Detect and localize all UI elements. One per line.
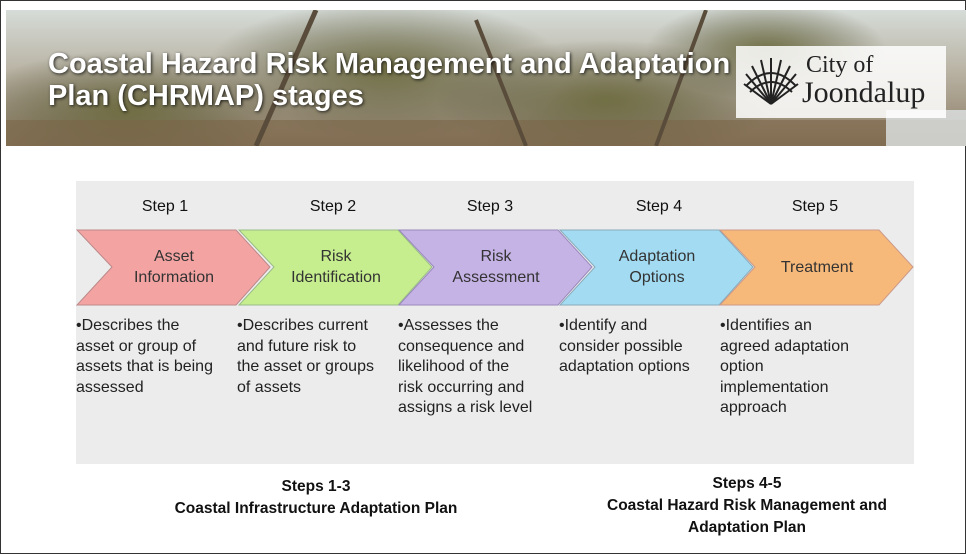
step-1-name: Asset Information	[133, 248, 215, 286]
step-4-name: Adaptation Options	[618, 248, 696, 286]
step-3-description: •Assesses the consequence and likelihood…	[398, 317, 533, 416]
footer-steps-1-3: Steps 1-3 Coastal Infrastructure Adaptat…	[174, 478, 458, 517]
step-5-chevron	[719, 229, 914, 306]
step-2-name: Risk Identification	[291, 248, 381, 286]
step-4-chevron	[559, 229, 754, 306]
step-2-description: •Describes current and future risk to th…	[237, 317, 374, 396]
step-3-label: Step 3	[466, 198, 514, 215]
fan-palm-logo-icon	[743, 58, 799, 105]
step-4-description: •Identify and consider possible adaptati…	[559, 317, 690, 375]
tree-foliage-background	[6, 10, 966, 146]
step-2-label: Step 2	[309, 198, 357, 215]
step-5-name: Treatment	[780, 258, 854, 276]
page-title: Coastal Hazard Risk Management and Adapt…	[48, 48, 731, 112]
logo-text-line1: City of	[806, 52, 874, 78]
step-3-name: Risk Assessment	[452, 248, 540, 286]
step-4-label: Step 4	[635, 198, 683, 215]
step-2-chevron	[238, 229, 433, 306]
step-5-label: Step 5	[791, 198, 839, 215]
step-5-description: •Identifies an agreed adaptation option …	[720, 317, 849, 416]
step-1-chevron	[76, 229, 271, 306]
steps-panel	[76, 181, 914, 464]
header-banner: Coastal Hazard Risk Management and Adapt…	[6, 10, 966, 146]
step-3-chevron	[398, 229, 593, 306]
city-logo: City of Joondalup	[736, 46, 946, 118]
step-1-label: Step 1	[141, 198, 189, 215]
footer-steps-4-5: Steps 4-5 Coastal Hazard Risk Management…	[607, 475, 887, 536]
step-1-description: •Describes the asset or group of assets …	[76, 317, 213, 396]
logo-text-line2: Joondalup	[802, 76, 926, 109]
